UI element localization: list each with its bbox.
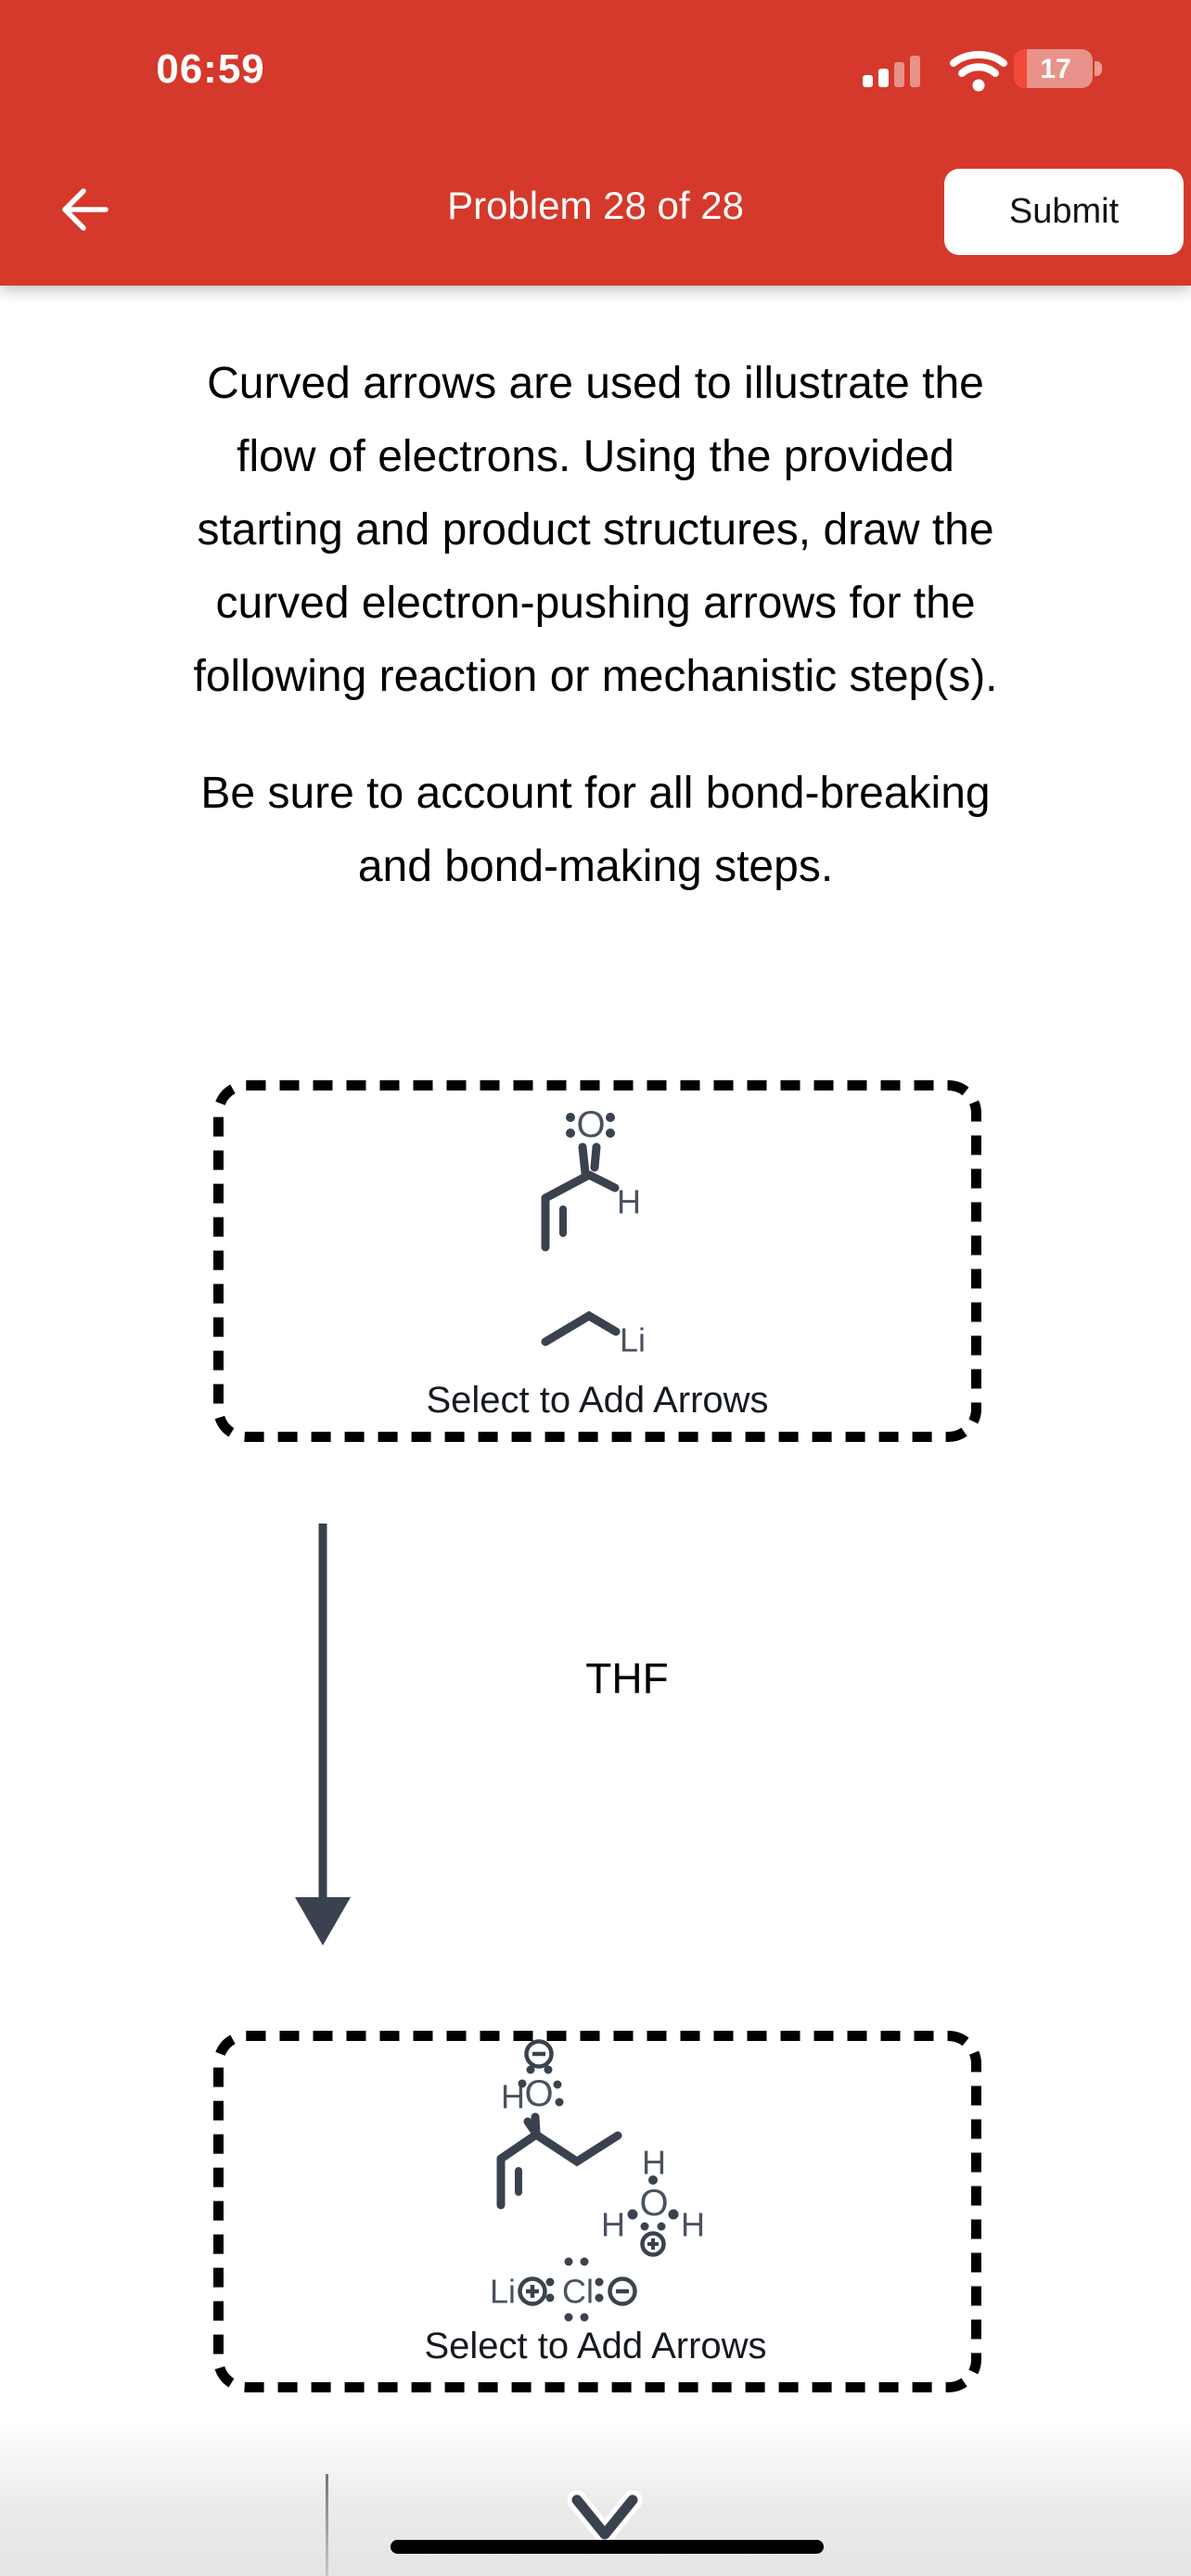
water-oxygen-label: O: [639, 2183, 668, 2224]
left-arrow-icon: [62, 188, 109, 231]
instruction-line: and bond-making steps.: [357, 842, 834, 891]
instructions-paragraph-2: Be sure to account for all bond-breaking…: [0, 757, 1191, 903]
instruction-line: starting and product structures, draw th…: [197, 505, 994, 555]
chloride-label: Cl: [562, 2273, 594, 2311]
instruction-line: curved electron-pushing arrows for the: [215, 579, 976, 628]
battery-fill: [1014, 49, 1027, 88]
water-h-left-label: H: [601, 2206, 625, 2244]
instruction-line: Curved arrows are used to illustrate the: [207, 359, 984, 408]
alkoxide-product-structure: H O: [496, 2039, 622, 2210]
status-time: 06:59: [156, 46, 265, 92]
lithium-label: Li: [490, 2273, 516, 2311]
page-title: Problem 28 of 28: [447, 184, 744, 227]
wifi-icon: [950, 51, 1007, 92]
water-h-right-label: H: [681, 2206, 705, 2244]
scroll-down-button[interactable]: [568, 2491, 642, 2548]
minus-charge-icon: [524, 2039, 554, 2069]
reactant-structure-box[interactable]: O H Li Select to Add Arrows: [213, 1080, 981, 1442]
battery-percent: 17: [1040, 54, 1071, 84]
instruction-line: Be sure to account for all bond-breaking: [200, 769, 991, 818]
plus-charge-icon: [518, 2276, 547, 2306]
instruction-line: flow of electrons. Using the provided: [237, 432, 954, 481]
aldehyde-hydrogen-label: H: [617, 1183, 641, 1221]
water-h-top-label: H: [642, 2144, 666, 2182]
solvent-label: THF: [585, 1654, 669, 1702]
app-header: 06:59 17 Problem 28 of 28 Sub: [0, 0, 1191, 286]
lithium-chloride-structure: Li Cl: [490, 2257, 637, 2322]
dashed-border: [213, 1080, 981, 1442]
back-button[interactable]: [58, 184, 111, 236]
ethyllithium-structure: Li: [541, 1310, 646, 1359]
instructions-paragraph-1: Curved arrows are used to illustrate the…: [0, 347, 1191, 713]
product-structure-box[interactable]: H O H O H H Li: [213, 2031, 981, 2392]
minus-charge-icon: [608, 2276, 637, 2306]
select-to-add-arrows-hint: Select to Add Arrows: [426, 1380, 768, 1421]
lithium-label: Li: [620, 1321, 646, 1359]
alkoxide-oxygen-label: O: [524, 2073, 553, 2114]
instruction-line: following reaction or mechanistic step(s…: [193, 652, 998, 701]
submit-button[interactable]: Submit: [944, 169, 1184, 255]
battery-icon: 17: [1014, 49, 1102, 88]
next-step-arrow-tail: [326, 2474, 328, 2576]
reaction-arrow-down: [295, 1524, 351, 1945]
carbonyl-oxygen-label: O: [576, 1104, 605, 1145]
hydronium-structure: H O H H: [601, 2144, 705, 2257]
dashed-border: [213, 2031, 981, 2392]
chevron-down-icon: [568, 2491, 642, 2544]
home-indicator[interactable]: [391, 2540, 824, 2554]
cellular-signal-icon: [863, 54, 928, 87]
select-to-add-arrows-hint: Select to Add Arrows: [424, 2326, 766, 2366]
plus-charge-icon: [640, 2231, 666, 2257]
acrolein-structure: O H: [541, 1104, 641, 1252]
